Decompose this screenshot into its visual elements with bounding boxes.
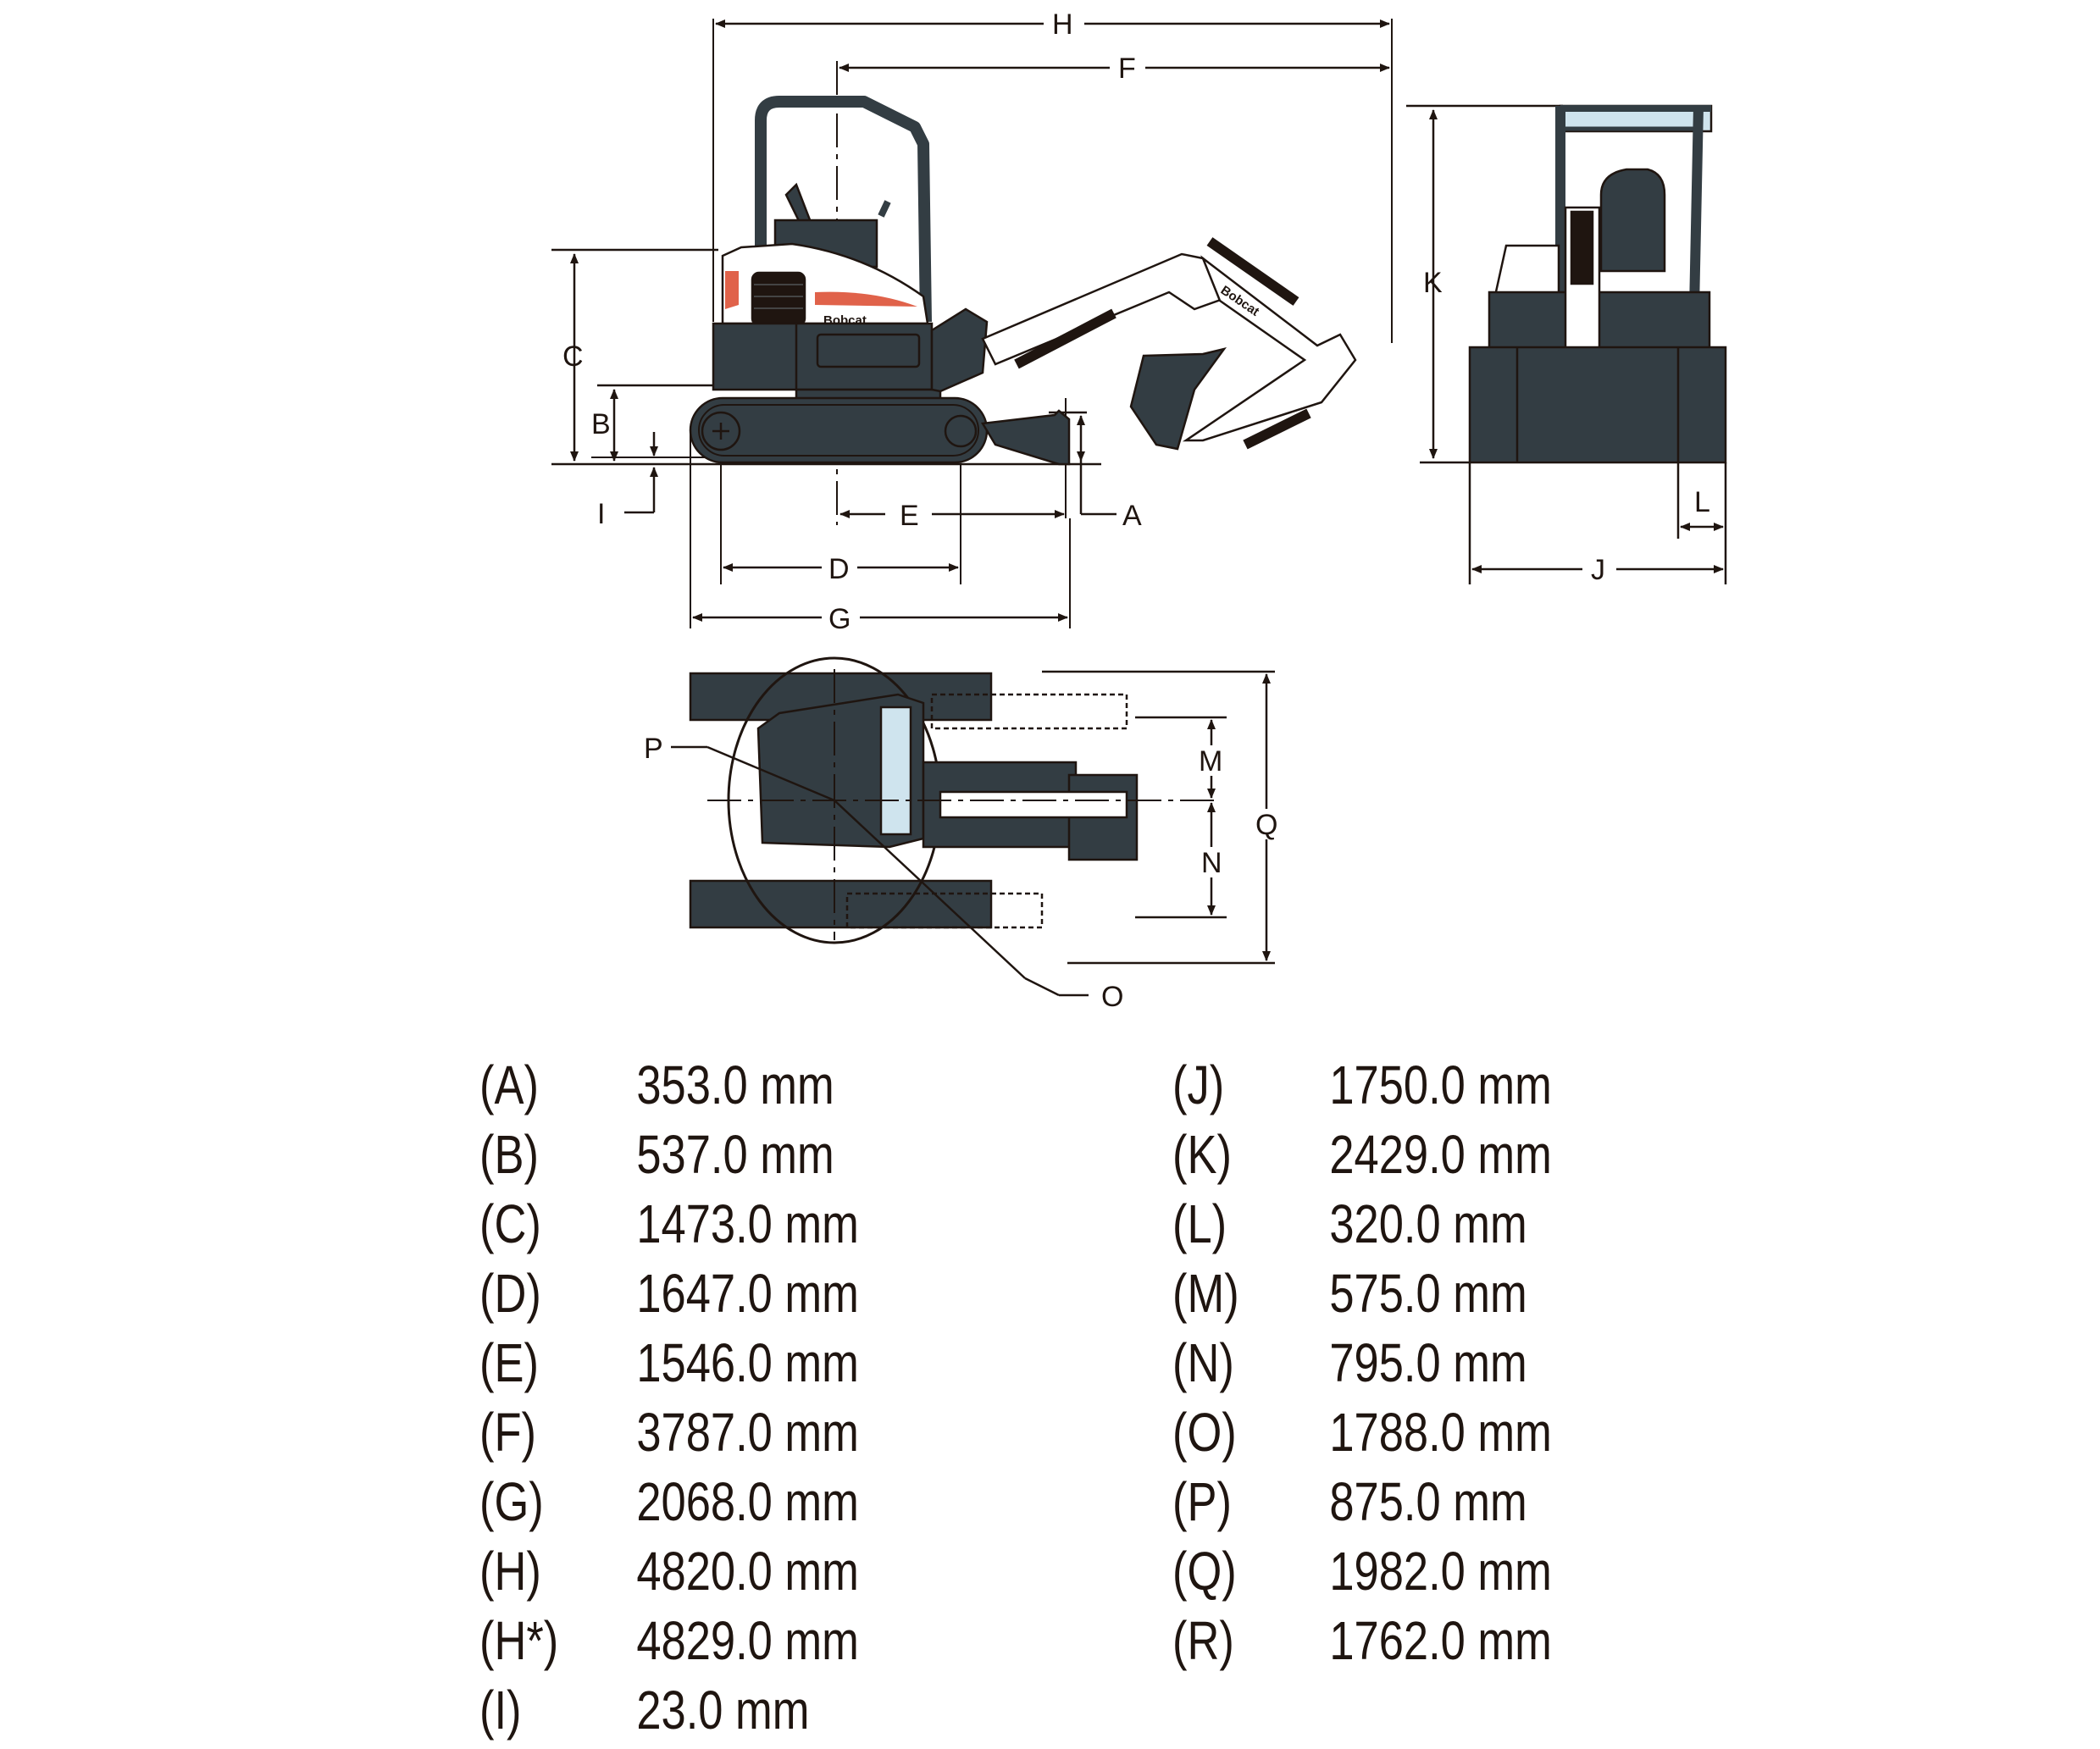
dimension-drawing: Bobcat Bobcat H F C B I [551,8,1727,1013]
dimension-value: 1473.0 mm [636,1193,859,1254]
dimension-value: 4829.0 mm [636,1610,859,1671]
dimension-key: (E) [479,1332,539,1393]
label-k: K [1423,267,1443,299]
dimension-value: 1750.0 mm [1329,1054,1552,1115]
front-view-labels: K L J [1423,267,1710,586]
dimension-key: (C) [479,1193,541,1254]
front-view [1406,104,1727,584]
dimension-key: (I) [479,1680,522,1741]
dimension-value: 1647.0 mm [636,1263,859,1324]
dimension-value: 537.0 mm [636,1124,834,1185]
label-q: Q [1255,809,1277,841]
dimension-key: (H*) [479,1610,559,1671]
dimension-key: (D) [479,1263,541,1324]
dimension-key: (Q) [1172,1541,1237,1602]
dimension-key: (J) [1172,1054,1225,1115]
dimension-value: 1982.0 mm [1329,1541,1552,1602]
label-e: E [900,500,919,532]
top-view [671,656,1275,997]
side-view-labels: H F C B I A E D G [562,8,1145,635]
label-g: G [828,603,851,635]
dimension-value: 2068.0 mm [636,1471,859,1532]
dimension-key: (A) [479,1054,539,1115]
dimension-value: 4820.0 mm [636,1541,859,1602]
excavator-side-illustration: Bobcat Bobcat [689,96,1357,466]
label-m: M [1199,745,1222,778]
label-d: D [828,553,850,585]
dimension-value: 320.0 mm [1329,1193,1527,1254]
dimension-key: (O) [1172,1402,1237,1463]
dimension-key: (L) [1172,1193,1227,1254]
dimension-value: 575.0 mm [1329,1263,1527,1324]
dimension-value: 353.0 mm [636,1054,834,1115]
dimension-value: 23.0 mm [636,1680,810,1741]
label-c: C [562,340,584,373]
label-a: A [1122,500,1142,532]
label-h: H [1052,8,1073,41]
dimension-value: 1546.0 mm [636,1332,859,1393]
label-j: J [1591,554,1605,586]
dimension-key: (H) [479,1541,541,1602]
dimension-value: 3787.0 mm [636,1402,859,1463]
label-f: F [1118,53,1136,85]
label-n: N [1201,847,1222,879]
label-i: I [597,498,605,530]
label-b: B [591,408,611,440]
label-p: P [644,733,663,765]
dimension-value: 875.0 mm [1329,1471,1527,1532]
dimension-key: (G) [479,1471,544,1532]
label-l: L [1694,486,1710,518]
dimension-key: (R) [1172,1610,1234,1671]
top-view-labels: P M N Q O [644,733,1281,1013]
dimension-value: 2429.0 mm [1329,1124,1552,1185]
dimension-key: (P) [1172,1471,1232,1532]
dimension-key: (B) [479,1124,539,1185]
dimension-key: (M) [1172,1263,1239,1324]
dimension-key: (N) [1172,1332,1234,1393]
label-o: O [1101,981,1123,1013]
dimension-key: (F) [479,1402,537,1463]
dimension-value: 795.0 mm [1329,1332,1527,1393]
dimension-value: 1762.0 mm [1329,1610,1552,1671]
dimension-key: (K) [1172,1124,1232,1185]
dimension-value: 1788.0 mm [1329,1402,1552,1463]
